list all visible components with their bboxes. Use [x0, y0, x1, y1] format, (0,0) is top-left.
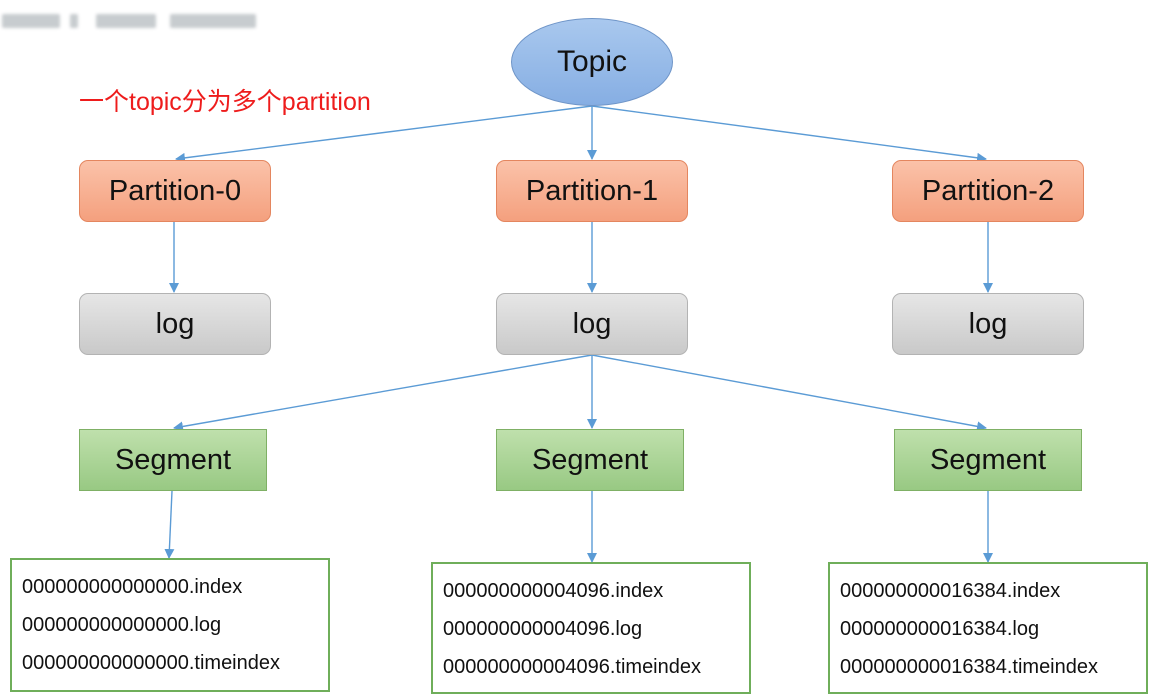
- log-0-label: log: [155, 307, 195, 340]
- file-entry: 000000000004096.index: [443, 580, 664, 602]
- arrow-log-to-segment-2: [591, 354, 987, 432]
- log-0-node: log: [79, 293, 271, 355]
- segment-2-file-list: 000000000016384.index 000000000016384.lo…: [828, 562, 1148, 694]
- segment-0-label: Segment: [114, 443, 232, 476]
- file-entry: 000000000004096.log: [443, 618, 643, 640]
- arrow-topic-to-partition-0: [175, 105, 593, 163]
- file-entry: 000000000004096.timeindex: [443, 656, 701, 678]
- file-entry: 000000000000000.index: [22, 576, 243, 598]
- file-entry: 000000000000000.timeindex: [22, 652, 280, 674]
- arrow-segment-0-to-files: [164, 490, 175, 559]
- segment-1-label: Segment: [531, 443, 649, 476]
- file-entry: 000000000000000.log: [22, 614, 222, 636]
- segment-0-node: Segment: [79, 429, 267, 491]
- partition-2-node: Partition-2: [892, 160, 1084, 222]
- segment-2-node: Segment: [894, 429, 1082, 491]
- file-entry: 000000000016384.index: [840, 580, 1061, 602]
- log-1-node: log: [496, 293, 688, 355]
- topic-node: Topic: [511, 18, 673, 106]
- partition-2-label: Partition-2: [921, 174, 1055, 207]
- topic-label: Topic: [556, 45, 628, 78]
- arrow-topic-to-partition-2: [591, 105, 987, 163]
- file-entry: 000000000016384.timeindex: [840, 656, 1098, 678]
- blurred-header-logo: [0, 8, 260, 36]
- log-2-node: log: [892, 293, 1084, 355]
- log-2-label: log: [968, 307, 1008, 340]
- segment-0-file-list: 000000000000000.index 000000000000000.lo…: [10, 558, 330, 692]
- arrow-log-to-segment-0: [173, 354, 593, 432]
- segment-1-file-list: 000000000004096.index 000000000004096.lo…: [431, 562, 751, 694]
- partition-0-node: Partition-0: [79, 160, 271, 222]
- file-entry: 000000000016384.log: [840, 618, 1040, 640]
- segment-1-node: Segment: [496, 429, 684, 491]
- log-1-label: log: [572, 307, 612, 340]
- partition-0-label: Partition-0: [108, 174, 242, 207]
- segment-2-label: Segment: [929, 443, 1047, 476]
- partition-1-label: Partition-1: [525, 174, 659, 207]
- partition-1-node: Partition-1: [496, 160, 688, 222]
- annotation-text: 一个topic分为多个partition: [79, 88, 371, 116]
